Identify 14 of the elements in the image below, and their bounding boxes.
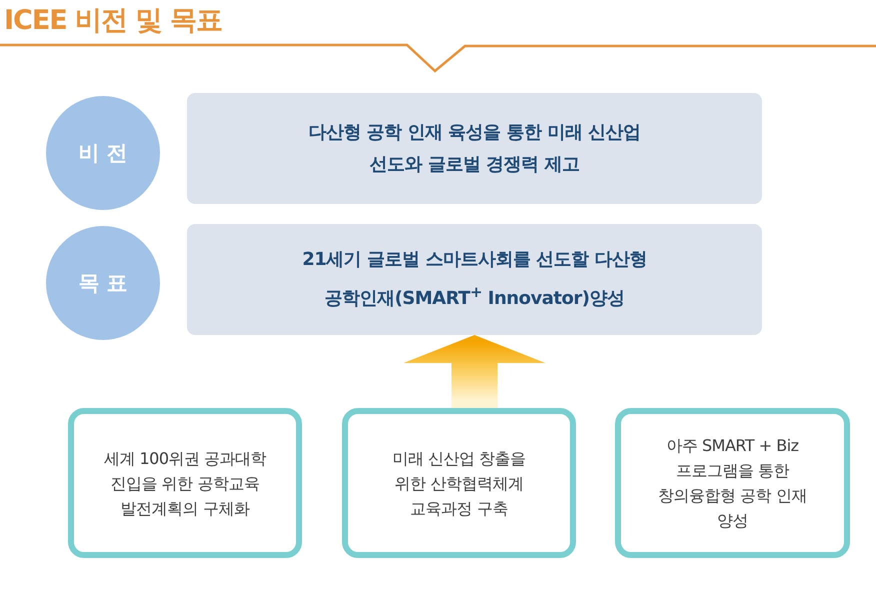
node-text: 다산형 공학 인재 육성을 통한 미래 신산업 선도와 글로벌 경쟁력 제고 [307,120,642,176]
strategy-box [342,408,576,558]
strategy-box [615,408,850,558]
block-arrow [404,335,546,408]
circle-label: 목 표 [78,270,128,297]
node-text: 21세기 글로벌 스마트사회를 선도할 다산형 공학인재(SMART$^{+}$ Innovator)양성 [301,248,648,311]
node-text: 세계 100위권 공과대학 진입을 위한 공학교육 발전계획의 구체화 [102,448,268,520]
strategy-box [68,408,302,558]
node-text: 미래 신산업 창출을 위한 산학협력체계 교육과정 구축 [391,448,527,520]
vision-box [187,93,762,204]
goal-box [187,224,762,335]
node-text: 아주 SMART + Biz 프로그램을 통한 창의융합형 공학 인재 양성 [657,435,808,532]
circle-label: 비 전 [78,140,128,167]
title: ICEE 비전 및 목표 [4,4,222,38]
